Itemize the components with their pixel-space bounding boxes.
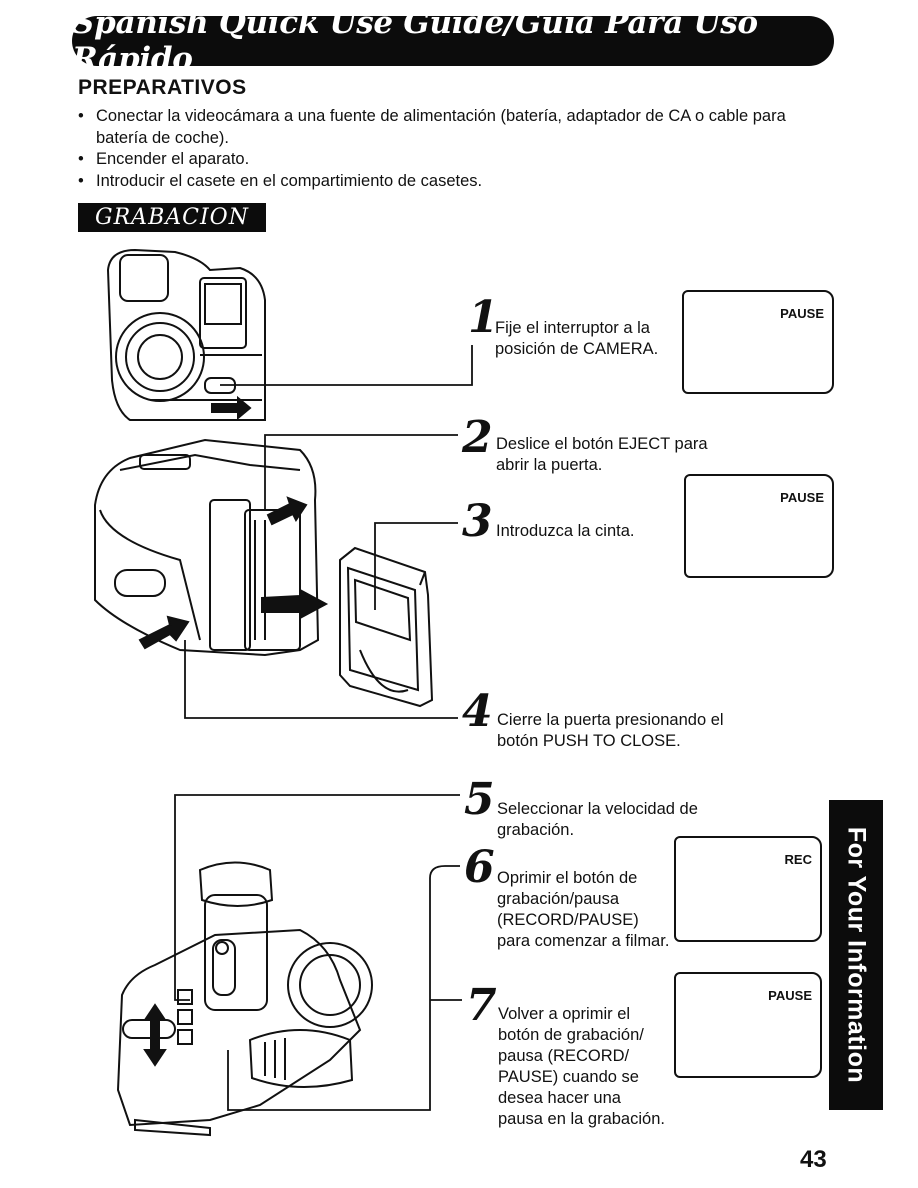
list-item: Conectar la videocámara a una fuente de … bbox=[78, 106, 818, 149]
page-number: 43 bbox=[800, 1146, 827, 1173]
screen-indicator: PAUSE bbox=[768, 988, 812, 1003]
camcorder-rear-illustration bbox=[116, 861, 373, 1137]
step-text: Fije el interruptor a la posición de CAM… bbox=[495, 319, 659, 358]
step-text: Deslice el botón EJECT para abrir la pue… bbox=[496, 435, 708, 474]
step-text: Oprimir el botón de grabación/pausa (REC… bbox=[497, 869, 670, 950]
screen-indicator: PAUSE bbox=[780, 306, 824, 321]
screen-indicator: REC bbox=[784, 852, 812, 867]
camcorder-front-illustration bbox=[106, 248, 266, 421]
viewfinder-screen-rec: REC bbox=[674, 836, 822, 942]
camcorder-side-illustration bbox=[94, 438, 329, 657]
section-side-tab: For Your Information bbox=[829, 800, 883, 1110]
side-tab-label: For Your Information bbox=[842, 826, 871, 1084]
step-number: 2 bbox=[462, 412, 493, 463]
list-item: Encender el aparato. bbox=[78, 149, 818, 171]
step-text: Seleccionar la velocidad de grabación. bbox=[497, 800, 698, 839]
list-item: Introducir el casete en el compartimient… bbox=[78, 171, 818, 193]
viewfinder-screen-pause: PAUSE bbox=[674, 972, 822, 1078]
step-text: Introduzca la cinta. bbox=[496, 522, 635, 540]
step-text: Cierre la puerta presionando el botón PU… bbox=[497, 711, 724, 750]
title-banner: Spanish Quick Use Guide/Guía Para Uso Rá… bbox=[72, 5, 834, 77]
step-text: Volver a oprimir el botón de grabación/ … bbox=[498, 1005, 665, 1128]
preparativos-list: Conectar la videocámara a una fuente de … bbox=[78, 106, 818, 192]
step-number: 6 bbox=[464, 842, 495, 893]
step-number: 4 bbox=[462, 686, 493, 737]
section-heading-preparativos: PREPARATIVOS bbox=[78, 76, 247, 99]
step-number: 7 bbox=[466, 980, 497, 1031]
cassette-tape-illustration bbox=[339, 546, 434, 708]
section-heading-grabacion: GRABACION bbox=[78, 203, 266, 232]
step-number: 5 bbox=[464, 774, 495, 825]
viewfinder-screen-pause: PAUSE bbox=[684, 474, 834, 578]
step-number: 1 bbox=[468, 292, 499, 343]
title-text: Spanish Quick Use Guide/Guía Para Uso Rá… bbox=[72, 5, 758, 77]
screen-indicator: PAUSE bbox=[780, 490, 824, 505]
step-number: 3 bbox=[462, 496, 493, 547]
viewfinder-screen-pause: PAUSE bbox=[682, 290, 834, 394]
